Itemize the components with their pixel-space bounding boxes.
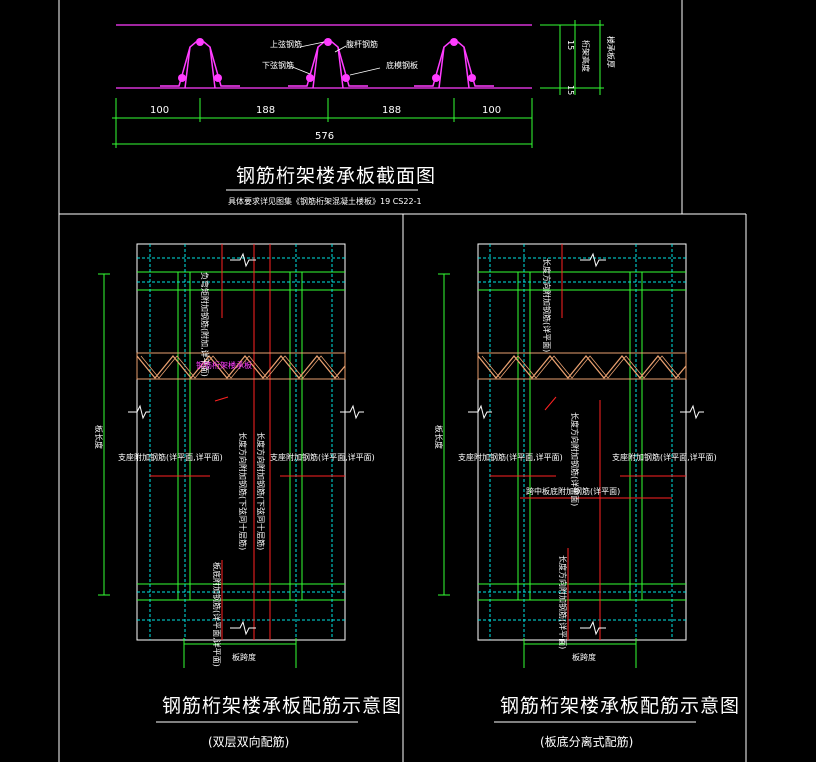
right-bottom-add-bar: 长度方向附加钢筋(详平面) — [558, 555, 568, 649]
slab-thickness-label: 楼承板厚 — [606, 36, 616, 68]
section-note: 具体要求详见图集《钢筋桁架混凝土楼板》19 CS22-1 — [228, 196, 422, 206]
left-long-bar-2: 长度方向附加钢筋(下弦同十层筋) — [256, 432, 266, 550]
height-dim-lines — [540, 20, 604, 95]
right-plan-title: 钢筋桁架楼承板配筋示意图 — [500, 695, 740, 717]
drawing-frame — [58, 0, 747, 762]
left-top-add-bar: 负弯矩附加钢筋(附加,详平面) — [200, 272, 210, 377]
right-plan: 板长度 板跨度 长度方向附加钢筋(详平面) 支座附加钢筋(详平面,详平面) 支座… — [434, 243, 740, 749]
dim-188-a: 188 — [256, 105, 275, 116]
right-truss-band — [477, 352, 687, 380]
right-cross-bar-1: 支座附加钢筋(详平面,详平面) — [458, 452, 563, 462]
left-cyan-bars — [137, 244, 345, 640]
right-side-label: 板长度 — [434, 425, 444, 449]
bottom-cover-dim: 15 — [566, 85, 575, 95]
left-truss-label: 钢筋桁架楼承板 — [196, 360, 252, 370]
right-green-grid — [478, 271, 686, 601]
right-top-add-bar: 长度方向附加钢筋(详平面) — [542, 258, 552, 352]
left-truss-band — [136, 352, 346, 380]
left-green-grid — [137, 271, 345, 601]
right-dims — [438, 273, 637, 668]
right-cyan-bars — [478, 244, 686, 640]
right-long-bar: 长度方向附加钢筋(详平面) — [570, 412, 580, 506]
section-title: 钢筋桁架楼承板截面图 — [236, 165, 436, 187]
left-plan-title: 钢筋桁架楼承板配筋示意图 — [162, 695, 402, 717]
base-plate-label: 底模钢板 — [386, 60, 418, 70]
left-long-bar-1: 长度方向附加钢筋(下弦同十层筋) — [238, 432, 248, 550]
right-mid-bar: 跨中板底附加钢筋(详平面) — [526, 486, 620, 496]
right-red-bars — [490, 244, 686, 640]
right-cross-bar-2: 支座附加钢筋(详平面,详平面) — [612, 452, 717, 462]
left-bottom-add-bar: 板底附加钢筋(详平面,详平面) — [212, 562, 222, 667]
left-span-label: 板跨度 — [232, 652, 256, 662]
bottom-chord-label: 下弦钢筋 — [262, 60, 294, 70]
right-span-label: 板跨度 — [572, 652, 596, 662]
web-bar-label: 腹杆钢筋 — [346, 39, 378, 49]
top-chord-label: 上弦钢筋 — [270, 39, 302, 49]
truss-height-label: 桁架高度 — [581, 40, 591, 72]
left-plan: 钢筋桁架楼承板 板长度 板跨度 负弯矩附加钢筋(附加,详平面) 支座附加钢筋(详… — [94, 243, 402, 749]
dim-total: 576 — [315, 131, 334, 142]
section-view: 上弦钢筋 下弦钢筋 腹杆钢筋 底模钢板 15 15 桁架高度 楼承板厚 100 … — [112, 20, 616, 206]
dim-100-left: 100 — [150, 105, 169, 116]
left-cross-bar-1: 支座附加钢筋(详平面,详平面) — [118, 452, 223, 462]
right-plan-subtitle: (板底分离式配筋) — [540, 734, 633, 749]
left-cross-bar-2: 支座附加钢筋(详平面,详平面) — [270, 452, 375, 462]
left-side-label: 板长度 — [94, 425, 104, 449]
dim-188-b: 188 — [382, 105, 401, 116]
left-dims — [98, 273, 297, 668]
dim-100-right: 100 — [482, 105, 501, 116]
width-dim-lines — [112, 98, 533, 148]
section-leaders — [289, 41, 381, 76]
left-red-bars — [150, 244, 345, 640]
top-cover-dim: 15 — [566, 40, 575, 50]
left-plan-outline — [136, 243, 346, 641]
left-plan-subtitle: (双层双向配筋) — [208, 734, 289, 749]
chord-bars — [178, 38, 476, 82]
right-plan-outline — [477, 243, 687, 641]
